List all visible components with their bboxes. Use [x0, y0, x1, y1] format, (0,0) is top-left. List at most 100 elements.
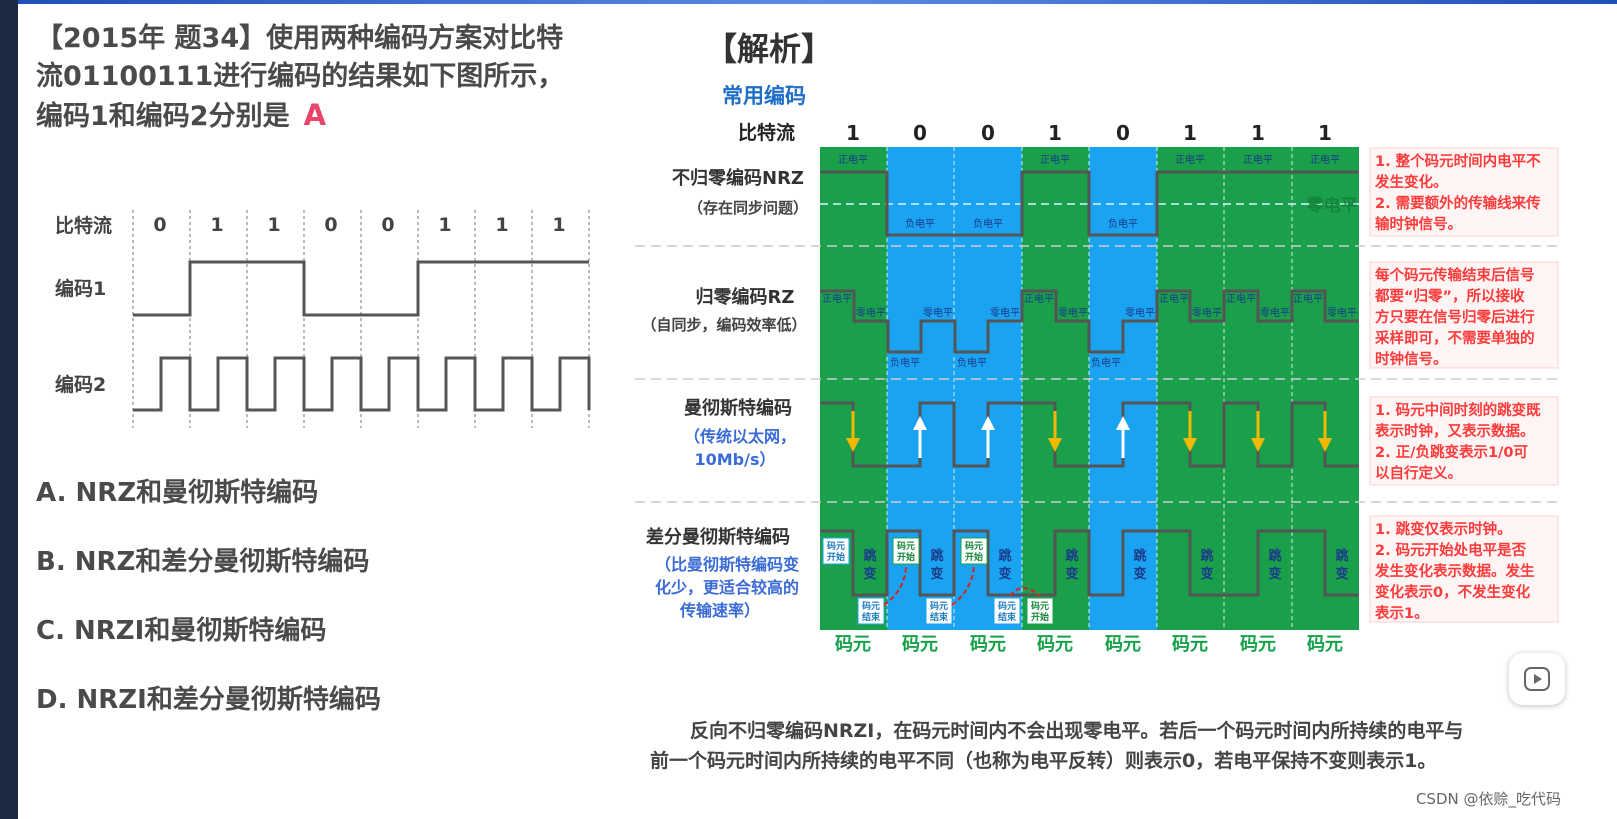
manchester-note: 2. 正/负跳变表示1/0可 [1375, 443, 1528, 461]
jump-label: 跳 [998, 548, 1011, 564]
symbol-unit-label: 码元 [1307, 634, 1343, 655]
rz-zero-label: 零电平 [1125, 306, 1155, 319]
jump-label: 跳 [1200, 548, 1213, 564]
nrzi-note: 反向不归零编码NRZI，在码元时间内不会出现零电平。若后一个码元时间内所持续的电… [690, 716, 1590, 776]
end-tag-top: 码元 [930, 601, 948, 612]
jump-label: 变 [1335, 566, 1348, 582]
analysis-bit: 0 [913, 121, 927, 145]
analysis-bit: 1 [1318, 121, 1332, 145]
rz-note: 都要“归零”，所以接收 [1374, 287, 1525, 305]
diff-note: 变化表示0，不发生变化 [1375, 583, 1531, 601]
rz-zero-label: 零电平 [923, 306, 953, 319]
manchester-note: 表示时钟，又表示数据。 [1375, 422, 1535, 440]
diff-note: 2. 码元开始处电平是否 [1375, 541, 1527, 559]
rz-note: 时钟信号。 [1375, 350, 1448, 368]
nrz-pos-label: 正电平 [1243, 153, 1273, 166]
nrz-neg-label: 负电平 [905, 217, 935, 230]
start-tag-top: 码元 [827, 541, 845, 552]
jump-label: 跳 [1065, 548, 1078, 564]
nrz-note: 2. 需要额外的传输线来传 [1375, 194, 1541, 212]
rz-note: 每个码元传输结束后信号 [1375, 266, 1535, 284]
nrz-pos-label: 正电平 [1175, 153, 1205, 166]
analysis-bit: 1 [846, 121, 860, 145]
credit-watermark: CSDN @依赊_吃代码 [1416, 788, 1561, 809]
rz-pos-label: 正电平 [1293, 292, 1323, 305]
start-tag-bot: 开始 [1031, 611, 1049, 623]
rz-zero-label: 零电平 [1260, 306, 1290, 319]
end-tag-top: 码元 [998, 601, 1016, 612]
nrz-row-sub: （存在同步问题） [688, 199, 808, 217]
nrz-note: 发生变化。 [1374, 173, 1448, 191]
nrz-note: 输时钟信号。 [1375, 215, 1462, 233]
rz-note: 采样即可，不需要单独的 [1374, 329, 1535, 347]
rz-neg-label: 负电平 [890, 356, 920, 369]
nrz-neg-label: 负电平 [973, 217, 1003, 230]
jump-label: 变 [1133, 566, 1146, 582]
symbol-unit-label: 码元 [970, 634, 1006, 655]
manchester-note: 1. 码元中间时刻的跳变既 [1375, 401, 1541, 419]
diff-manchester-row-sub2: 化少，更适合较高的 [655, 578, 799, 597]
rz-neg-label: 负电平 [957, 356, 987, 369]
symbol-unit-label: 码元 [1172, 634, 1208, 655]
nrz-zero-label: 零电平 [1306, 195, 1358, 216]
jump-label: 跳 [1335, 548, 1348, 564]
rz-note: 方只要在信号归零后进行 [1375, 308, 1535, 326]
nrz-pos-label: 正电平 [1310, 153, 1340, 166]
symbol-unit-label: 码元 [1240, 634, 1276, 655]
nrz-note: 1. 整个码元时间内电平不 [1375, 152, 1541, 170]
manchester-row-sub2: 10Mb/s） [694, 450, 775, 469]
start-tag-top: 码元 [897, 541, 915, 552]
end-tag-bot: 结束 [998, 611, 1017, 623]
jump-label: 变 [998, 566, 1011, 582]
end-tag-bot: 结束 [862, 611, 881, 623]
rz-row-label: 归零编码RZ [696, 286, 795, 308]
rz-pos-label: 正电平 [1024, 292, 1054, 305]
jump-label: 跳 [1268, 548, 1281, 564]
end-tag-top: 码元 [862, 601, 880, 612]
symbol-unit-label: 码元 [835, 634, 871, 655]
nrzi-note-line1: 反向不归零编码NRZI，在码元时间内不会出现零电平。若后一个码元时间内所持续的电… [690, 716, 1590, 746]
rz-pos-label: 正电平 [1159, 292, 1189, 305]
rz-pos-label: 正电平 [822, 292, 852, 305]
jump-label: 变 [1268, 566, 1281, 582]
jump-label: 跳 [863, 548, 876, 564]
nrz-pos-label: 正电平 [838, 153, 868, 166]
analysis-bit: 1 [1048, 121, 1062, 145]
analysis-bit: 1 [1183, 121, 1197, 145]
rz-neg-label: 负电平 [1091, 356, 1121, 369]
rz-zero-label: 零电平 [1327, 306, 1357, 319]
nrzi-note-line2: 前一个码元时间内所持续的电平不同（也称为电平反转）则表示0，若电平保持不变则表示… [650, 746, 1590, 776]
jump-label: 跳 [930, 548, 943, 564]
symbol-unit-label: 码元 [1037, 634, 1073, 655]
start-tag-top: 码元 [965, 541, 983, 552]
diff-note: 发生变化表示数据。发生 [1374, 562, 1535, 580]
jump-label: 跳 [1133, 548, 1146, 564]
start-tag-top: 码元 [1031, 601, 1049, 612]
diff-note: 表示1。 [1375, 604, 1429, 622]
manchester-note: 以自行定义。 [1375, 464, 1462, 482]
jump-label: 变 [863, 566, 876, 582]
rz-zero-label: 零电平 [990, 306, 1020, 319]
nrz-pos-label: 正电平 [1040, 153, 1070, 166]
nrz-row-label: 不归零编码NRZ [672, 167, 804, 189]
rz-zero-label: 零电平 [1192, 306, 1222, 319]
jump-label: 变 [930, 566, 943, 582]
start-tag-bot: 开始 [897, 551, 915, 563]
symbol-unit-label: 码元 [1105, 634, 1141, 655]
end-tag-bot: 结束 [930, 611, 949, 623]
manchester-row-sub1: （传统以太网， [684, 427, 796, 446]
rz-pos-label: 正电平 [1226, 292, 1256, 305]
nrz-neg-label: 负电平 [1108, 217, 1138, 230]
analysis-bit: 0 [981, 121, 995, 145]
jump-label: 变 [1065, 566, 1078, 582]
start-tag-bot: 开始 [965, 551, 983, 563]
analysis-bit: 0 [1116, 121, 1130, 145]
rz-zero-label: 零电平 [856, 306, 886, 319]
symbol-unit-label: 码元 [902, 634, 938, 655]
start-tag-bot: 开始 [827, 551, 845, 563]
play-icon [1522, 664, 1552, 694]
play-button[interactable] [1509, 653, 1565, 705]
diff-manchester-row-sub1: （比曼彻斯特编码变 [655, 555, 799, 574]
diff-note: 1. 跳变仅表示时钟。 [1375, 520, 1512, 538]
